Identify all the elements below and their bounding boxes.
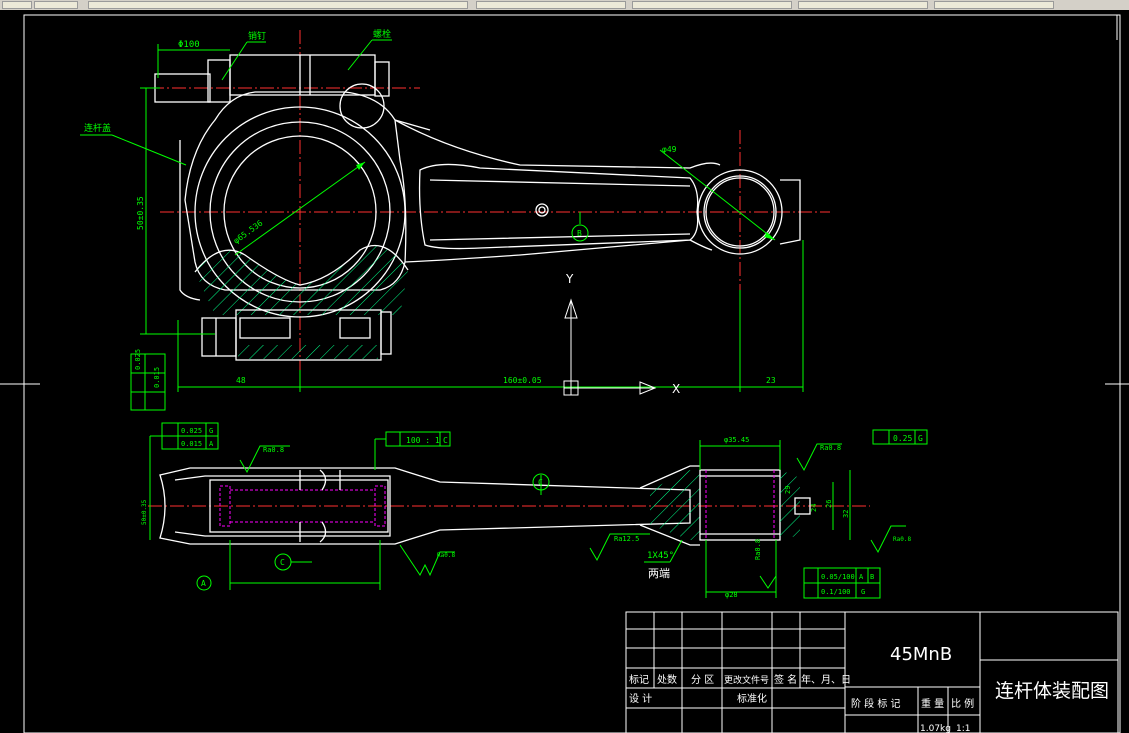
fcf-parallel-value: 0.025 <box>181 427 202 435</box>
ucs-y-label: Y <box>565 272 574 286</box>
tb-material: 45MnB <box>890 644 952 665</box>
toolbar-button[interactable] <box>34 1 78 9</box>
datum-c-bottom: C <box>280 558 285 567</box>
dim-48: 48 <box>236 376 246 385</box>
section-view <box>148 465 870 546</box>
tb-hdr-mark: 标记 <box>629 674 649 686</box>
fcf-small-datum-a: A <box>859 573 864 581</box>
linetype-dropdown[interactable] <box>476 1 626 9</box>
tb-weight: 1.07kg <box>920 724 951 733</box>
fcf-vertical-a: 0.025 <box>134 349 142 370</box>
section-dimensions: 0.025 0.015 G A Ra0.8 Ra0.8 Ra0.8 Ra12.5… <box>141 422 928 599</box>
fcf-perp-value: 0.015 <box>181 440 202 448</box>
datum-b-label: B <box>577 229 582 238</box>
dim-29: 29 <box>784 486 792 494</box>
front-view <box>150 30 830 375</box>
dim-160: 160±0.05 <box>503 376 542 385</box>
plotstyle-dropdown[interactable] <box>798 1 928 9</box>
style-dropdown[interactable] <box>934 1 1054 9</box>
dim-phi49: φ49 <box>662 145 677 154</box>
ucs-icon: Y X <box>563 272 680 396</box>
label-pin: 销钉 <box>248 30 266 42</box>
tb-scale: 1:1 <box>956 724 970 733</box>
dim-32: 32 <box>842 510 850 518</box>
ra-bottom-right: Ra0.8 <box>754 539 762 560</box>
label-cap: 连杆盖 <box>84 122 111 134</box>
fcf-ratio: 100 : 1 <box>406 436 440 445</box>
dim-phi28: φ28 <box>725 591 738 599</box>
layer-dropdown[interactable] <box>88 1 468 9</box>
tb-stage: 阶 段 标 记 <box>851 697 901 710</box>
dim-left-height: 50±0.35 <box>141 499 148 525</box>
drawing-canvas[interactable]: Φ100 销钉 螺栓 连杆盖 50±0.35 φ65.536 φ49 48 16… <box>0 10 1129 733</box>
ucs-x-label: X <box>672 382 680 396</box>
tb-hdr-sign: 签 名 <box>774 673 797 686</box>
ends-label: 两端 <box>648 567 670 580</box>
dim-height: 50±0.35 <box>136 196 145 230</box>
tb-hdr-docno: 更改文件号 <box>724 674 769 686</box>
fcf-symmetry-value: 0.25 <box>893 434 912 443</box>
dim-26: 26 <box>825 500 833 508</box>
ra-12-5: Ra12.5 <box>614 535 639 543</box>
ra-top-right: Ra0.8 <box>820 444 841 452</box>
fcf-perp-small: 0.1/100 <box>821 588 851 596</box>
fcf-datum-g: G <box>209 427 213 435</box>
tb-drawing-title: 连杆体装配图 <box>995 680 1109 702</box>
dim-24: 24 <box>810 504 818 512</box>
ra-bottom-mid: Ra0.8 <box>437 552 455 559</box>
datum-c-section: C <box>538 478 543 487</box>
tb-design: 设 计 <box>629 692 652 705</box>
tb-scale-label: 比 例 <box>951 697 974 710</box>
drawing-frame <box>23 14 1121 733</box>
dim-phi35: φ35.45 <box>724 436 749 444</box>
dim-23: 23 <box>766 376 776 385</box>
fcf-datum-a: A <box>209 440 214 448</box>
label-bolt: 螺栓 <box>373 28 391 40</box>
title-block: 45MnB 连杆体装配图 标记 处数 分 区 更改文件号 签 名 年、月、日 设… <box>625 611 1119 733</box>
tb-hdr-date: 年、月、日 <box>801 673 851 686</box>
fcf-parallel-small: 0.05/100 <box>821 573 855 581</box>
fcf-small-datum-g: G <box>861 588 865 596</box>
dim-phi65: φ65.536 <box>232 218 265 245</box>
lineweight-dropdown[interactable] <box>632 1 792 9</box>
ra-right: Ra0.8 <box>893 536 911 543</box>
tb-hdr-count: 处数 <box>657 673 677 686</box>
tb-hdr-zone: 分 区 <box>691 674 714 686</box>
fcf-small-datum-b: B <box>870 573 874 581</box>
ra-top-left: Ra0.8 <box>263 446 284 454</box>
fcf-vertical-b: 0.015 <box>153 367 161 388</box>
tb-standard: 标准化 <box>737 692 767 705</box>
connecting-rod-drawing: Φ100 销钉 螺栓 连杆盖 50±0.35 φ65.536 φ49 48 16… <box>0 14 1129 733</box>
front-dimensions: Φ100 销钉 螺栓 连杆盖 50±0.35 φ65.536 φ49 48 16… <box>80 28 804 411</box>
dim-phi100: Φ100 <box>178 40 200 50</box>
chamfer-label: 1X45° <box>647 551 674 561</box>
fcf-ratio-datum: C <box>443 436 448 445</box>
fcf-symmetry-datum: G <box>918 434 923 443</box>
tb-weight-label: 重 量 <box>921 697 944 710</box>
datum-a-label: A <box>201 579 206 588</box>
toolbar-button[interactable] <box>2 1 32 9</box>
